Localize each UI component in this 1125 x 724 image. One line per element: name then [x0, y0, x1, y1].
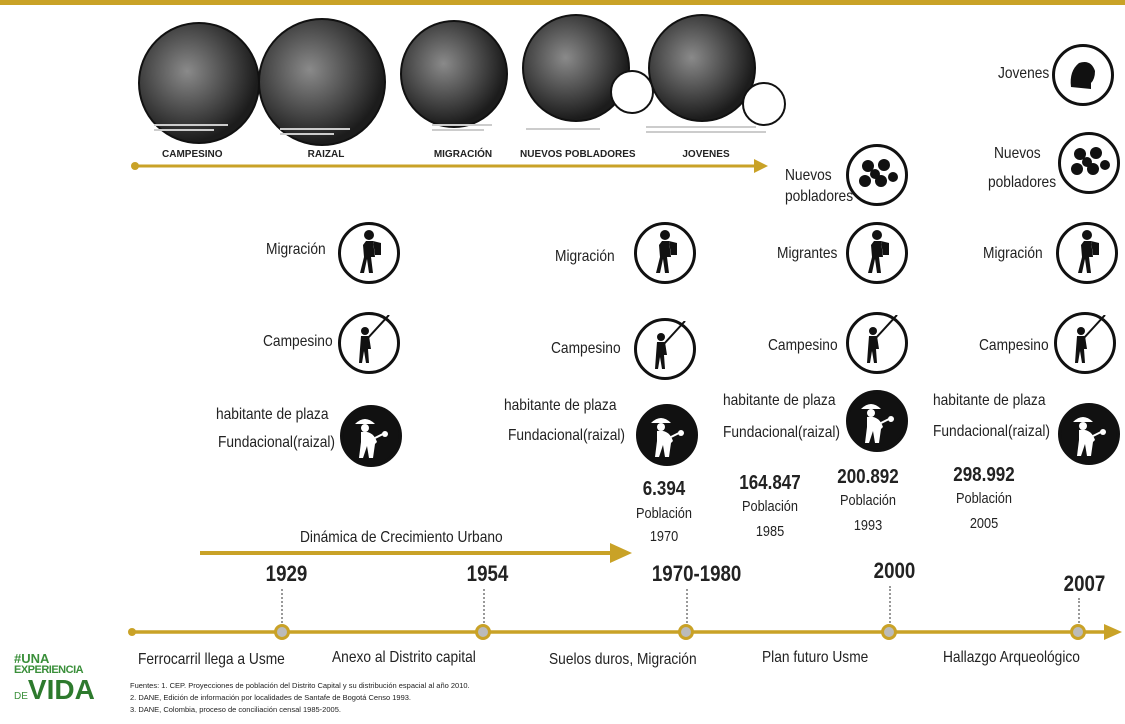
campesino-icon	[1054, 312, 1116, 374]
photo-nuevos-pobladores	[522, 14, 630, 122]
event-label: Ferrocarril llega a Usme	[138, 651, 285, 668]
caption-migracion: MIGRACIÓN	[433, 149, 493, 160]
year-label: 2000	[873, 558, 916, 583]
photo-strip-arrow	[131, 159, 768, 173]
label-fundacional: Fundacional(raizal)	[218, 434, 336, 451]
population-value: 6.394	[642, 478, 686, 500]
connector-2000	[889, 586, 891, 623]
label-migrantes: Migrantes	[777, 245, 838, 262]
population-label: Población	[839, 492, 896, 509]
sources: Fuentes: 1. CEP. Proyecciones de poblaci…	[130, 680, 470, 716]
label-fundacional: Fundacional(raizal)	[723, 424, 841, 441]
raizal-icon	[1058, 403, 1120, 465]
population-value: 164.847	[739, 472, 801, 494]
growth-arrow	[200, 543, 632, 563]
label-campesino: Campesino	[263, 333, 333, 350]
population-block: 6.394 Población 1970	[626, 478, 702, 545]
nuevos-pobladores-icon	[846, 144, 908, 206]
event-label: Anexo al Distrito capital	[332, 649, 476, 666]
label-campesino: Campesino	[551, 340, 621, 357]
campesino-icon	[338, 312, 400, 374]
photo-raizal	[258, 18, 386, 146]
label-pobladores: pobladores	[785, 188, 854, 205]
campesino-icon	[634, 318, 696, 380]
logo: #UNA EXPERIENCIA DEVIDA	[14, 652, 104, 704]
photo-jovenes	[648, 14, 756, 122]
population-label: Población	[741, 498, 798, 515]
campesino-icon	[846, 312, 908, 374]
timeline-dot-1929	[274, 624, 290, 640]
migracion-icon	[338, 222, 400, 284]
label-jovenes: Jovenes	[998, 65, 1050, 82]
caption-nuevos-pobladores: NUEVOS POBLADORES	[520, 149, 636, 160]
logo-vida: VIDA	[27, 674, 95, 705]
label-habitante: habitante de plaza	[216, 406, 329, 423]
timeline-axis	[128, 624, 1122, 640]
event-label: Hallazgo Arqueológico	[943, 649, 1080, 666]
label-pobladores: pobladores	[988, 174, 1057, 191]
event-label: Suelos duros, Migración	[549, 651, 697, 668]
photo-jovenes-badge	[742, 82, 786, 126]
migracion-icon	[846, 222, 908, 284]
label-fundacional: Fundacional(raizal)	[508, 427, 626, 444]
connector-1954	[483, 589, 485, 623]
caption-campesino: CAMPESINO	[162, 149, 223, 160]
label-habitante: habitante de plaza	[723, 392, 836, 409]
population-value: 298.992	[953, 464, 1015, 486]
label-migracion: Migración	[555, 248, 615, 265]
connector-1970	[686, 589, 688, 623]
connector-2007	[1078, 598, 1080, 623]
population-block-1985: 164.847 Población 1985	[728, 472, 812, 540]
population-label: Población	[635, 505, 692, 522]
photo-campesino	[138, 22, 260, 144]
population-year: 2005	[969, 515, 999, 532]
population-value: 200.892	[837, 466, 899, 488]
label-fundacional: Fundacional(raizal)	[933, 423, 1051, 440]
population-year: 1985	[755, 523, 785, 540]
logo-experiencia: EXPERIENCIA	[14, 664, 84, 676]
logo-de: DE	[14, 691, 28, 702]
source-line: 3. DANE, Colombia, proceso de conciliaci…	[130, 705, 341, 714]
migracion-icon	[634, 222, 696, 284]
source-line: Fuentes: 1. CEP. Proyecciones de poblaci…	[130, 681, 470, 690]
growth-arrow-label: Dinámica de Crecimiento Urbano	[300, 529, 503, 546]
connector-1929	[281, 589, 283, 623]
population-year: 1970	[649, 528, 679, 545]
raizal-icon	[340, 405, 402, 467]
label-campesino: Campesino	[768, 337, 838, 354]
caption-raizal: RAIZAL	[307, 149, 345, 160]
timeline-dot-2000	[881, 624, 897, 640]
photo-nuevos-pobladores-badge	[610, 70, 654, 114]
logo-hash: #UNA	[14, 651, 50, 666]
timeline-dot-2007	[1070, 624, 1086, 640]
nuevos-pobladores-icon	[1058, 132, 1120, 194]
caption-jovenes: JOVENES	[682, 149, 730, 160]
event-label: Plan futuro Usme	[762, 649, 869, 666]
year-label: 2007	[1063, 571, 1106, 596]
raizal-icon	[636, 404, 698, 466]
year-label: 1970-1980	[651, 561, 742, 586]
photo-migracion	[400, 20, 508, 128]
timeline-dot-1970	[678, 624, 694, 640]
population-block-1993: 200.892 Población 1993	[826, 466, 910, 534]
label-habitante: habitante de plaza	[933, 392, 1046, 409]
label-campesino: Campesino	[979, 337, 1049, 354]
population-year: 1993	[853, 517, 883, 534]
year-label: 1929	[265, 561, 308, 586]
label-migracion: Migración	[983, 245, 1043, 262]
top-divider	[0, 0, 1125, 5]
source-line: 2. DANE, Edición de información por loca…	[130, 693, 412, 702]
photo-credit-lines	[154, 124, 774, 144]
population-block: 298.992 Población 2005	[946, 464, 1022, 532]
label-habitante: habitante de plaza	[504, 397, 617, 414]
migracion-icon	[1056, 222, 1118, 284]
label-migracion: Migración	[266, 241, 326, 258]
label-nuevos: Nuevos	[785, 167, 832, 184]
raizal-icon	[846, 390, 908, 452]
label-nuevos: Nuevos	[994, 145, 1041, 162]
year-label: 1954	[466, 561, 509, 586]
population-label: Población	[955, 490, 1012, 507]
timeline-dot-1954	[475, 624, 491, 640]
jovenes-icon	[1052, 44, 1114, 106]
